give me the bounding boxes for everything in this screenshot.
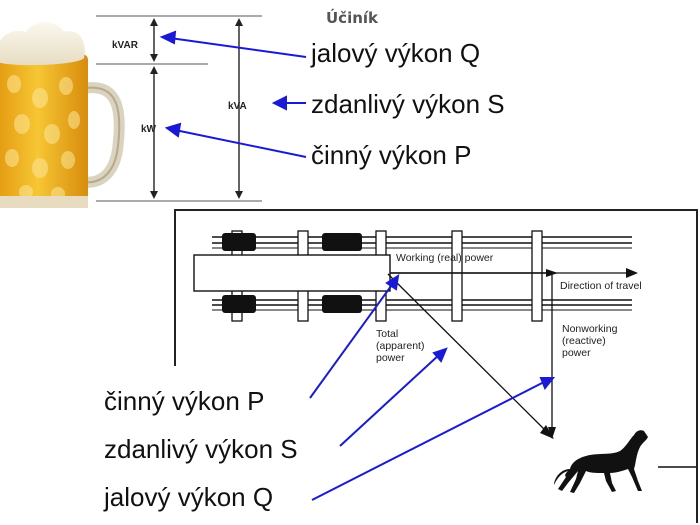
lower-label-box [96,366,366,525]
lower-pointer-arrow-reactive [311,380,547,501]
label-total-apparent-power: Total (apparent) power [376,328,425,364]
label-apparent-power-s: zdanlivý výkon S [311,89,505,119]
beer-foam [0,22,85,66]
kvar-label: kVAR [112,40,139,51]
lower-label-reactive-power-q: jalový výkon Q [104,482,274,512]
horse-silhouette [554,430,648,493]
lower-label-apparent-power-s: zdanlivý výkon S [104,434,298,464]
label-direction-of-travel: Direction of travel [560,280,642,292]
lower-pointer-arrow-apparent [339,353,441,447]
pointer-arrow-real [174,129,307,158]
beer-mug-diagram: kVAR kW kVA [0,15,262,208]
label-real-power-p: činný výkon P [311,140,472,170]
kva-label: kVA [228,101,247,112]
rail-car-body [193,254,391,292]
label-nonworking-reactive-power: Nonworking (reactive) power [562,323,618,359]
mug-base [0,196,88,208]
kw-label: kW [141,124,157,135]
rail-tracks [212,236,632,311]
glass-dimples [5,75,80,201]
total-power-arrow [387,273,553,438]
label-reactive-power-q: jalový výkon Q [311,38,481,68]
slide-title: Účiník [326,9,379,27]
label-working-real-power: Working (real) power [396,252,494,264]
rail-wheels [222,233,362,313]
beer-analogy-panel: kVAR kW kVA [0,6,266,214]
pointer-arrow-reactive [169,37,307,58]
lower-pointer-arrow-real [309,281,395,399]
lower-label-real-power-p: činný výkon P [104,386,265,416]
railcar-diagram-drawing [193,230,696,493]
mug-handle-edge [83,86,121,184]
